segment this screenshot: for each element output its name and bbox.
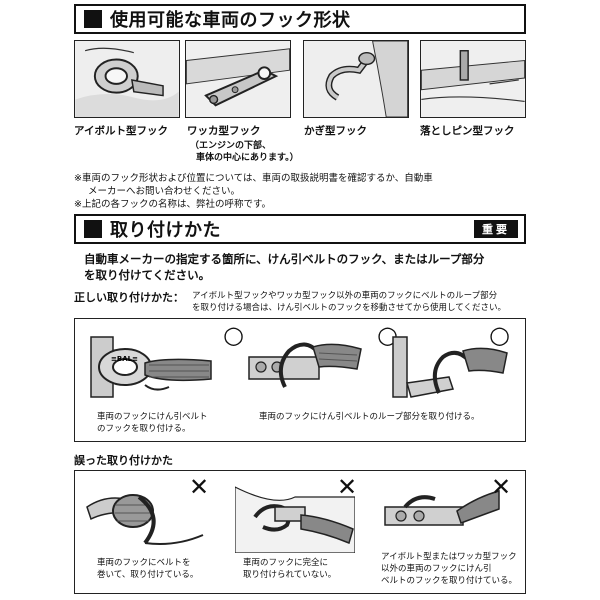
note-3: ※上記の各フックの名称は、弊社の呼称です。 — [74, 199, 272, 210]
correct-method-label: 正しい取り付けかた： — [74, 291, 184, 304]
ring-hook-label: ワッカ型フック — [187, 125, 261, 137]
wrong-caption-2b: 取り付けられていない。 — [243, 570, 337, 580]
section-header-installation: 取り付けかた 重要 — [74, 214, 526, 244]
wrong-method-label: 誤った取り付けかた — [74, 454, 173, 467]
black-square-icon — [84, 10, 102, 28]
wrong-illustration-1 — [85, 477, 205, 553]
note-2: メーカーへお問い合わせください。 — [88, 186, 241, 197]
wrong-caption-2a: 車両のフックに完全に — [243, 558, 329, 568]
correct-illustration-3 — [389, 327, 509, 409]
wrong-x-mark-1: ✕ — [189, 473, 210, 501]
black-square-icon — [84, 220, 102, 238]
hook-type-photo — [303, 40, 409, 118]
wrong-illustration-2 — [235, 477, 355, 553]
important-badge: 重要 — [474, 220, 518, 238]
section-title: 使用可能な車両のフック形状 — [110, 10, 351, 31]
note-1: ※車両のフック形状および位置については、車両の取扱説明書を確認するか、自動車 — [74, 173, 433, 184]
section-title: 取り付けかた — [110, 220, 221, 241]
correct-caption-2: 車両のフックにけん引ベルトのループ部分を取り付ける。 — [259, 412, 480, 422]
wrong-caption-3a: アイボルト型またはワッカ型フック — [381, 552, 517, 562]
correct-methods-box: ≡BAL≡ ○ ○ ○ 車両のフックにけん引ベルト のフックを取り付ける。 車両… — [74, 318, 526, 442]
correct-illustration-2 — [245, 327, 365, 409]
wrong-illustration-3 — [381, 477, 501, 553]
drop-pin-hook-label: 落としピン型フック — [420, 125, 515, 137]
wrong-caption-1a: 車両のフックにベルトを — [97, 558, 191, 568]
eyebolt-hook-label: アイボルト型フック — [74, 125, 168, 137]
lead-line-2: を取り付けてください。 — [84, 268, 211, 282]
wrong-caption-1b: 巻いて、取り付けている。 — [97, 570, 199, 580]
wrong-x-mark-2: ✕ — [337, 473, 358, 501]
correct-note-2: を取り付ける場合は、けん引ベルトのフックを移動させてから使用してください。 — [192, 303, 506, 313]
correct-circle-mark-3: ○ — [489, 321, 510, 349]
correct-caption-1b: のフックを取り付ける。 — [97, 424, 191, 434]
wrong-x-mark-3: ✕ — [491, 473, 512, 501]
wrong-methods-box: ✕ ✕ ✕ 車両のフックにベルトを 巻いて、取り付けている。 車両のフックに完全… — [74, 470, 526, 594]
brand-mark: ≡BAL≡ — [111, 355, 138, 363]
wrong-caption-3c: ベルトのフックを取り付けている。 — [381, 576, 518, 586]
section-header-hook-shapes: 使用可能な車両のフック形状 — [74, 4, 526, 34]
correct-illustration-1: ≡BAL≡ — [85, 327, 215, 409]
correct-note-1: アイボルト型フックやワッカ型フック以外の車両のフックにベルトのループ部分 — [192, 291, 498, 301]
correct-caption-1a: 車両のフックにけん引ベルト — [97, 412, 208, 422]
ring-hook-photo — [185, 40, 291, 118]
eyebolt-hook-photo — [74, 40, 180, 118]
ring-hook-sub1: （エンジンの下部、 — [190, 141, 272, 151]
wrong-caption-3b: 以外の車両のフックにけん引 — [381, 564, 492, 574]
correct-circle-mark-1: ○ — [223, 321, 244, 349]
hook-type-label: かぎ型フック — [304, 125, 367, 137]
ring-hook-sub2: 車体の中心にあります。） — [196, 153, 299, 163]
lead-line-1: 自動車メーカーの指定する箇所に、けん引ベルトのフック、またはループ部分 — [84, 252, 485, 266]
drop-pin-hook-photo — [420, 40, 526, 118]
